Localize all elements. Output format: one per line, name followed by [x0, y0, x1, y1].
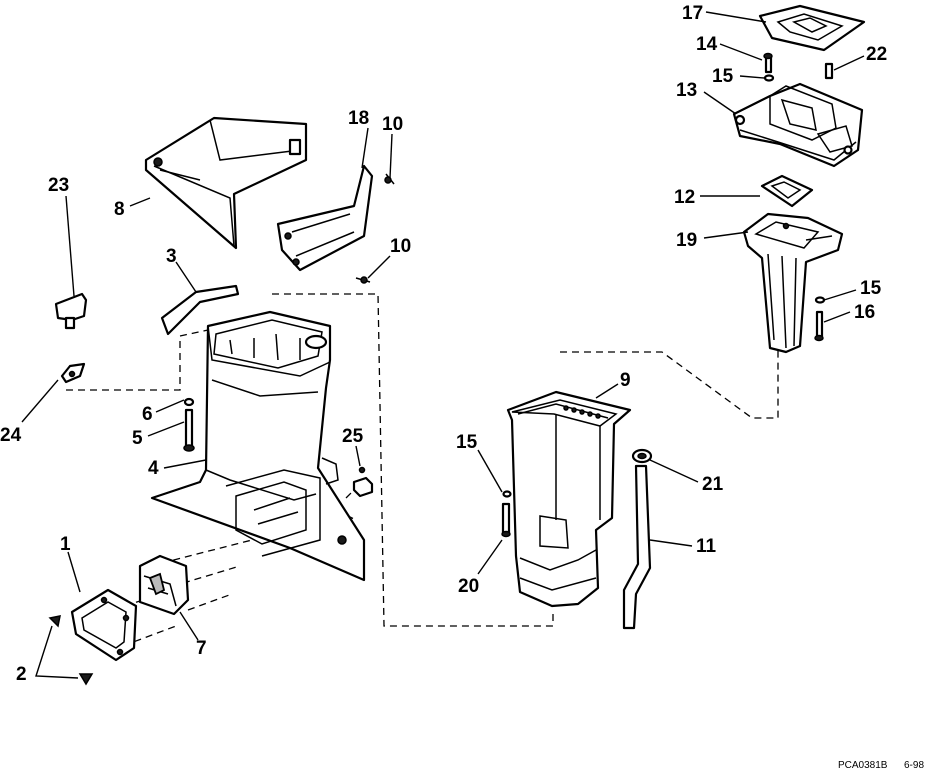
callout-23: 23 [48, 175, 69, 196]
callout-18: 18 [348, 108, 369, 129]
part-8-shroud [144, 116, 308, 250]
callout-15-mid: 15 [456, 432, 478, 453]
callout-9: 9 [620, 370, 631, 391]
callout-11: 11 [696, 536, 717, 557]
part-14-screw [763, 52, 773, 74]
part-15-washer-mid [502, 490, 512, 498]
callout-10-upper: 10 [382, 114, 403, 135]
figure-date: 6-98 [904, 760, 924, 770]
part-1-cover [70, 588, 138, 662]
screw-10-upper [384, 173, 395, 185]
part-2-screw-lower [78, 673, 94, 686]
part-22-dowel [824, 62, 834, 80]
part-9-tube-holes [563, 405, 601, 419]
part-21-grommet [631, 448, 653, 464]
callout-13: 13 [676, 80, 697, 101]
callout-25: 25 [342, 426, 364, 447]
callout-2: 2 [16, 664, 27, 685]
part-2-screw-upper [48, 615, 61, 628]
leader-lines [21, 11, 865, 679]
part-6-washer [183, 397, 195, 407]
callout-14: 14 [696, 34, 718, 55]
part-9-exhaust-tube [506, 390, 632, 608]
callout-8: 8 [114, 199, 125, 220]
callout-20: 20 [458, 576, 479, 597]
part-4-exhaust-housing [150, 310, 366, 582]
part-23-clip [54, 292, 88, 330]
callout-1: 1 [60, 534, 71, 555]
figure-code: PCA0381B [838, 760, 888, 770]
part-19-exhaust-extension [742, 212, 844, 354]
part-5-screw [183, 408, 195, 452]
part-15-washer-right [814, 296, 826, 304]
part-12-gasket [760, 174, 814, 208]
callout-19: 19 [676, 230, 697, 251]
part-25-grommet [352, 466, 374, 498]
callout-4: 4 [148, 458, 159, 479]
callout-7: 7 [196, 638, 207, 659]
callout-15-right: 15 [860, 278, 882, 299]
callout-24: 24 [0, 425, 22, 446]
part-16-screw [814, 310, 824, 342]
callout-22: 22 [866, 44, 887, 65]
callout-3: 3 [166, 246, 177, 267]
callout-17: 17 [682, 3, 703, 24]
part-20-screw [501, 502, 511, 538]
callout-16: 16 [854, 302, 875, 323]
callout-labels: 17 14 15 22 13 12 19 15 16 18 10 10 8 3 … [0, 3, 887, 685]
part-24-plate [60, 362, 86, 384]
screw-10-lower [355, 276, 371, 284]
callout-5: 5 [132, 428, 143, 449]
part-13-adapter-plate [732, 82, 864, 168]
part-7-block [138, 554, 190, 616]
callout-6: 6 [142, 404, 153, 425]
callout-15-top: 15 [712, 66, 734, 87]
part-17-gasket [758, 4, 866, 52]
callout-10-lower: 10 [390, 236, 411, 257]
part-18-bracket [276, 164, 374, 272]
callout-21: 21 [702, 474, 724, 495]
part-15-washer-top [763, 74, 775, 82]
figure-reference: PCA0381B 6-98 [838, 760, 924, 770]
part-11-water-tube [622, 464, 652, 630]
callout-12: 12 [674, 187, 695, 208]
